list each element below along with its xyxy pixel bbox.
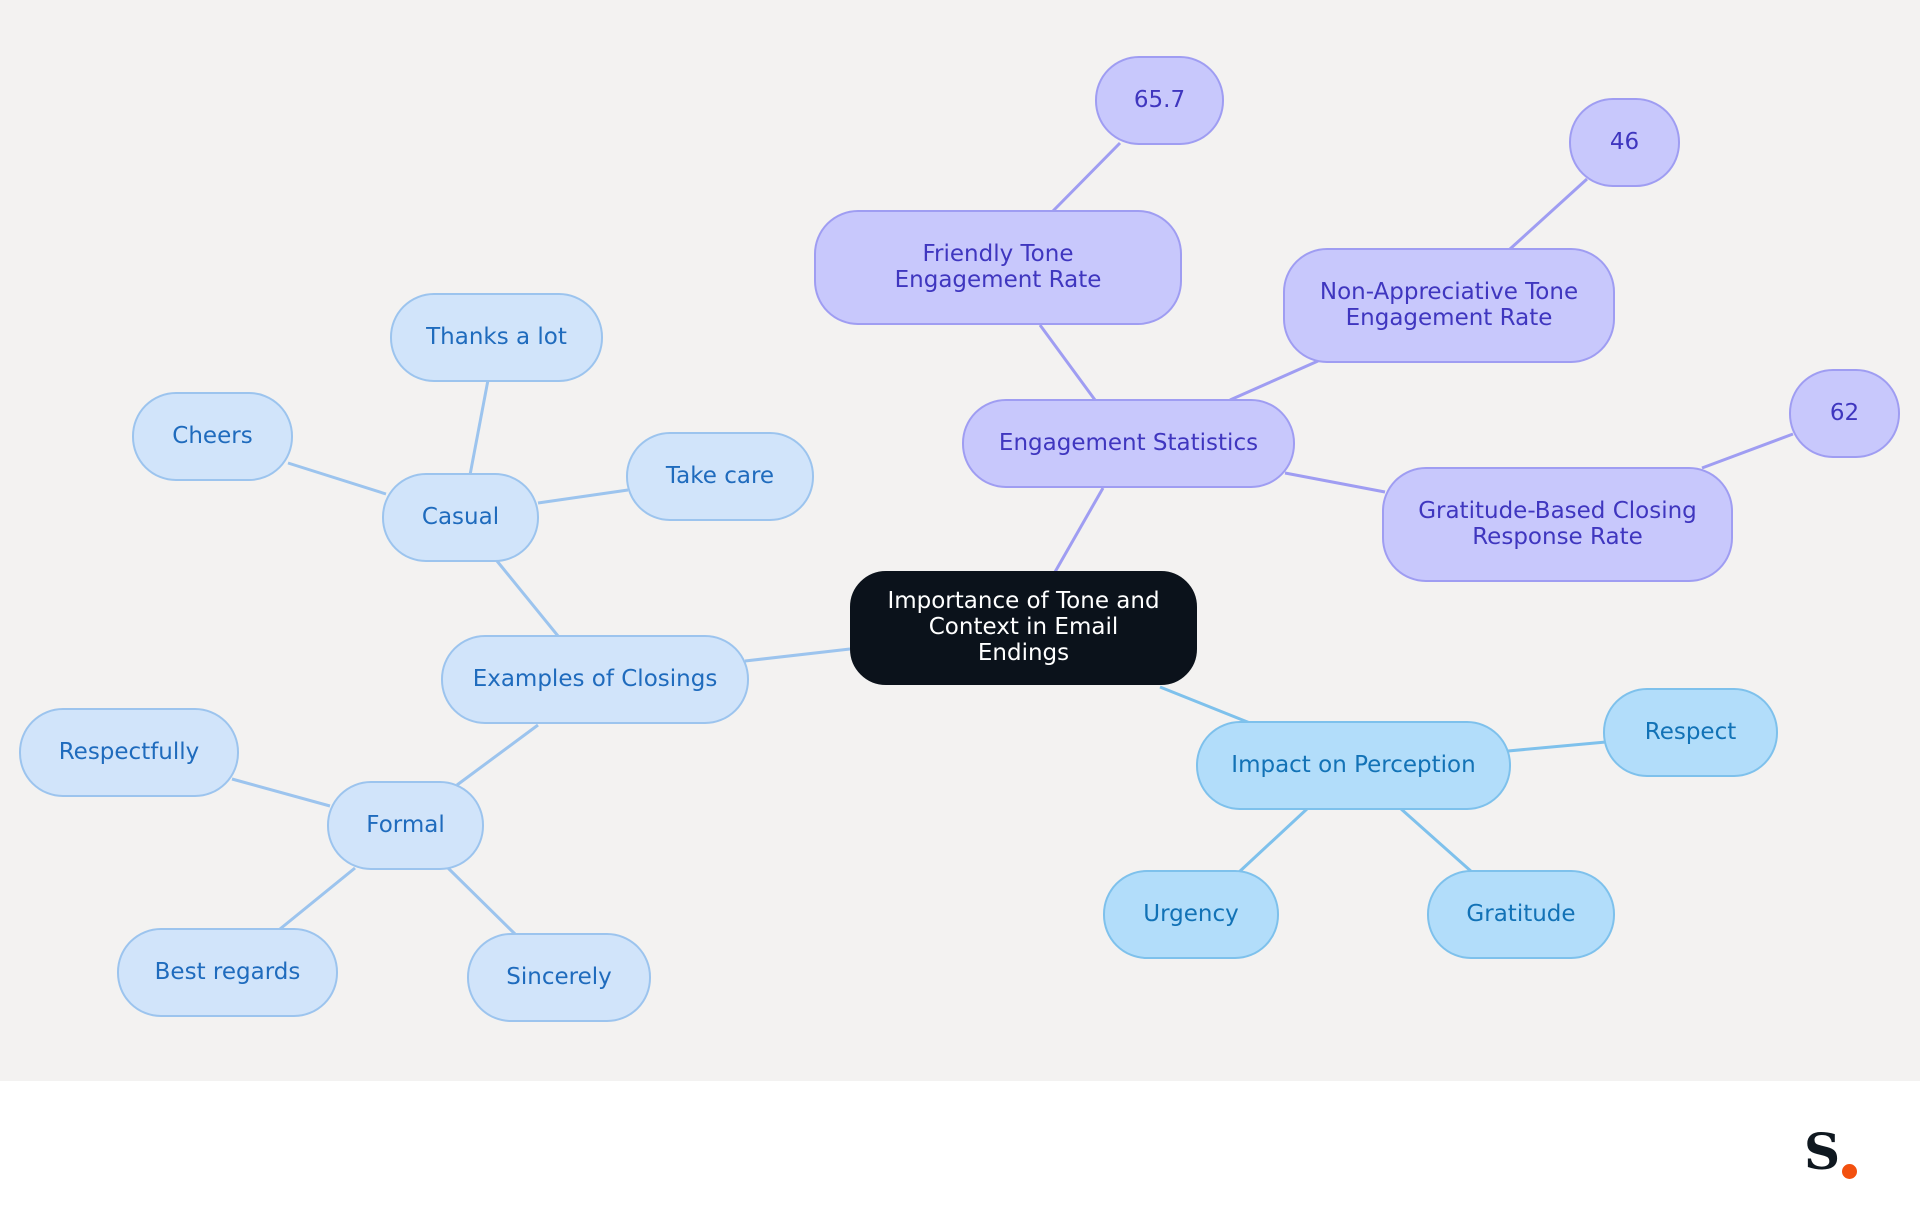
edge-perception-gratitude bbox=[1399, 806, 1474, 875]
sincerely-node[interactable]: Sincerely bbox=[467, 933, 651, 1022]
edge-gratitude-value bbox=[1701, 432, 1794, 470]
edge-engagement-gratitude bbox=[1284, 471, 1386, 494]
edge-casual-cheers bbox=[287, 461, 387, 496]
edge-root-examples bbox=[744, 647, 851, 663]
sincerely-label: Sincerely bbox=[506, 963, 612, 990]
non-appreciative-tone-label: Non-Appreciative Tone Engagement Rate bbox=[1319, 278, 1579, 331]
friendly-tone-value: 65.7 bbox=[1133, 86, 1186, 113]
root-label: Importance of Tone and Context in Email … bbox=[887, 588, 1160, 666]
stripe-s-logo-icon: S bbox=[1804, 1122, 1864, 1188]
root-node[interactable]: Importance of Tone and Context in Email … bbox=[850, 571, 1197, 685]
respectfully-label: Respectfully bbox=[58, 738, 200, 765]
thanks-a-lot-label: Thanks a lot bbox=[426, 323, 567, 350]
gratitude-based-value: 62 bbox=[1829, 399, 1860, 426]
take-care-node[interactable]: Take care bbox=[626, 432, 814, 521]
friendly-tone-node[interactable]: Friendly Tone Engagement Rate bbox=[814, 210, 1182, 325]
respect-label: Respect bbox=[1644, 718, 1737, 745]
connector-lines bbox=[231, 141, 1794, 936]
best-regards-label: Best regards bbox=[154, 958, 301, 985]
edge-root-perception bbox=[1159, 685, 1251, 725]
examples-of-closings-node[interactable]: Examples of Closings bbox=[441, 635, 749, 724]
edge-examples-formal bbox=[456, 723, 539, 787]
logo-letter-icon: S bbox=[1804, 1122, 1841, 1181]
urgency-node[interactable]: Urgency bbox=[1103, 870, 1279, 959]
gratitude-based-value-node[interactable]: 62 bbox=[1789, 369, 1900, 458]
non-appreciative-tone-node[interactable]: Non-Appreciative Tone Engagement Rate bbox=[1283, 248, 1615, 363]
mind-map-canvas: Importance of Tone and Context in Email … bbox=[0, 0, 1920, 1081]
edge-formal-sincerely bbox=[446, 866, 517, 936]
perception-label: Impact on Perception bbox=[1231, 751, 1476, 778]
engagement-statistics-node[interactable]: Engagement Statistics bbox=[962, 399, 1295, 488]
edge-formal-bestregards bbox=[279, 866, 356, 931]
thanks-a-lot-node[interactable]: Thanks a lot bbox=[390, 293, 603, 382]
edge-casual-takecare bbox=[537, 488, 629, 505]
friendly-tone-value-node[interactable]: 65.7 bbox=[1095, 56, 1224, 145]
examples-label: Examples of Closings bbox=[472, 665, 718, 692]
respect-node[interactable]: Respect bbox=[1603, 688, 1778, 777]
edge-examples-casual bbox=[495, 560, 560, 637]
best-regards-node[interactable]: Best regards bbox=[117, 928, 338, 1017]
edge-engagement-nonappreciative bbox=[1229, 359, 1319, 402]
edge-engagement-friendly bbox=[1038, 324, 1097, 401]
engagement-label: Engagement Statistics bbox=[998, 429, 1259, 456]
friendly-tone-label: Friendly Tone Engagement Rate bbox=[894, 240, 1102, 293]
gratitude-based-closing-node[interactable]: Gratitude-Based Closing Response Rate bbox=[1382, 467, 1733, 582]
urgency-label: Urgency bbox=[1143, 900, 1239, 927]
non-appreciative-value: 46 bbox=[1609, 128, 1640, 155]
casual-node[interactable]: Casual bbox=[382, 473, 539, 562]
edge-nonappreciative-value bbox=[1508, 177, 1589, 251]
respectfully-node[interactable]: Respectfully bbox=[19, 708, 239, 797]
casual-label: Casual bbox=[421, 503, 500, 530]
gratitude-node[interactable]: Gratitude bbox=[1427, 870, 1615, 959]
edge-friendly-value bbox=[1050, 141, 1122, 214]
cheers-node[interactable]: Cheers bbox=[132, 392, 293, 481]
gratitude-label: Gratitude bbox=[1466, 900, 1576, 927]
cheers-label: Cheers bbox=[172, 422, 253, 449]
edge-root-engagement bbox=[1053, 487, 1105, 573]
formal-node[interactable]: Formal bbox=[327, 781, 484, 870]
take-care-label: Take care bbox=[665, 462, 775, 489]
gratitude-based-closing-label: Gratitude-Based Closing Response Rate bbox=[1418, 497, 1697, 550]
edge-perception-respect bbox=[1507, 740, 1607, 753]
formal-label: Formal bbox=[366, 811, 445, 838]
edge-perception-urgency bbox=[1236, 806, 1310, 875]
edge-casual-thanks bbox=[468, 379, 490, 476]
edge-formal-respectfully bbox=[231, 777, 331, 808]
impact-on-perception-node[interactable]: Impact on Perception bbox=[1196, 721, 1511, 810]
logo-dot-icon bbox=[1842, 1164, 1857, 1179]
non-appreciative-value-node[interactable]: 46 bbox=[1569, 98, 1680, 187]
